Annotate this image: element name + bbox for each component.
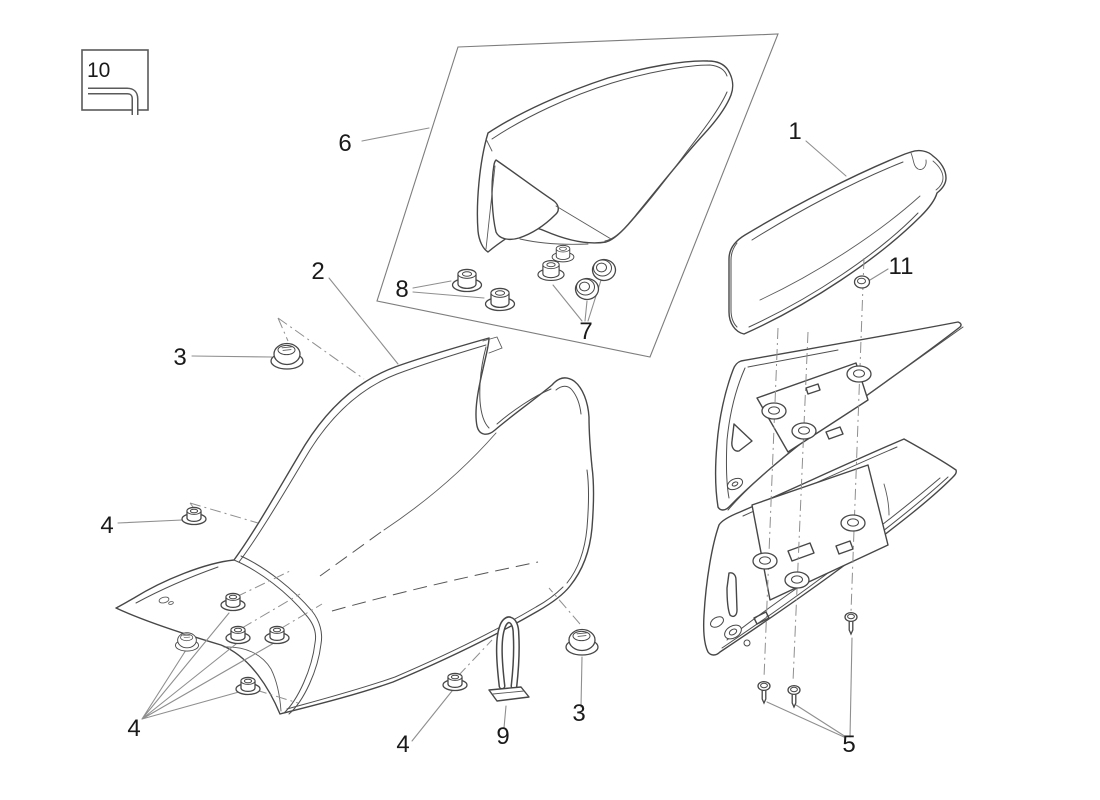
nut-3-top bbox=[270, 342, 304, 370]
assembly-axis-lines bbox=[189, 257, 865, 704]
nut-3-bottom bbox=[565, 628, 599, 656]
leader-lines bbox=[117, 127, 889, 742]
grommet-8 bbox=[451, 268, 483, 293]
callout-8-label: 8 bbox=[395, 276, 408, 303]
grommet-7 bbox=[537, 259, 565, 282]
callout-9-label: 9 bbox=[496, 723, 509, 750]
middle-bracket-panel bbox=[714, 321, 964, 511]
screw-5 bbox=[757, 680, 771, 704]
grommet-4 bbox=[181, 506, 207, 526]
callout-4-label: 4 bbox=[127, 715, 140, 742]
callout-3-label: 3 bbox=[572, 700, 585, 727]
callout-labels: 1 2 3 3 4 4 4 5 6 7 8 9 11 bbox=[100, 118, 913, 758]
screw-5 bbox=[787, 684, 801, 708]
panel-stud bbox=[761, 402, 787, 420]
screw-5 bbox=[844, 611, 858, 635]
callout-4-label: 4 bbox=[396, 731, 409, 758]
seat bbox=[115, 336, 595, 715]
nut-11 bbox=[853, 275, 871, 289]
grommet-8 bbox=[484, 287, 516, 312]
ring-nut-7 bbox=[591, 258, 617, 282]
callout-4-label: 4 bbox=[100, 512, 113, 539]
grommet-7 bbox=[551, 244, 575, 263]
cowl-frame-panel bbox=[376, 33, 779, 358]
callout-6-label: 6 bbox=[338, 130, 351, 157]
panel-stud bbox=[752, 552, 778, 570]
panel-stud bbox=[791, 422, 817, 440]
seat-cowl bbox=[476, 60, 734, 253]
panel-stud bbox=[840, 514, 866, 532]
callout-11-label: 11 bbox=[889, 253, 914, 280]
panel-stud bbox=[846, 365, 872, 383]
callout-5-label: 5 bbox=[842, 731, 855, 758]
callout-3-label: 3 bbox=[173, 344, 186, 371]
seat-strap bbox=[488, 616, 530, 702]
legend-box: 10 bbox=[81, 49, 149, 115]
callout-1-label: 1 bbox=[788, 118, 801, 145]
grommet-4 bbox=[442, 672, 468, 692]
grommet-4 bbox=[235, 676, 261, 696]
upper-side-panel bbox=[728, 149, 947, 335]
callout-2-label: 2 bbox=[311, 258, 324, 285]
legend-box-number: 10 bbox=[87, 59, 110, 82]
callout-7-label: 7 bbox=[579, 318, 592, 345]
ring-nut-7 bbox=[574, 277, 600, 301]
allen-key-icon bbox=[88, 87, 139, 115]
panel-stud bbox=[784, 571, 810, 589]
